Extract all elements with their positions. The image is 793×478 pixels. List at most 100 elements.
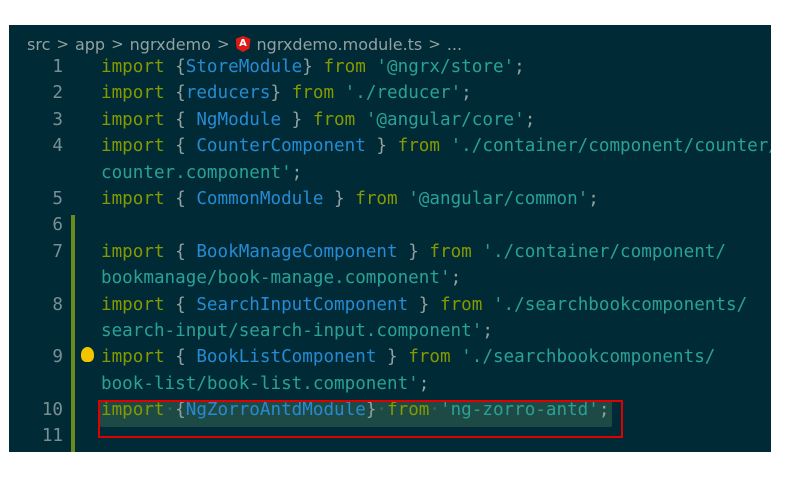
chevron-right-icon: > <box>56 35 69 53</box>
angular-icon: A <box>235 36 251 52</box>
code-line[interactable]: 7 import { BookManageComponent } from './… <box>9 242 771 268</box>
token-kw: import <box>101 400 165 421</box>
token-pn: } <box>365 400 377 421</box>
token-ws: · <box>429 400 440 421</box>
token-pn: ; <box>588 188 599 209</box>
code-text: import { BookListComponent } from './sea… <box>101 347 715 367</box>
token-pn: { <box>164 57 186 77</box>
token-pn: ; <box>461 83 472 104</box>
token-kw: import <box>101 57 165 77</box>
line-number: 6 <box>52 215 63 236</box>
token-kw: from <box>408 347 451 368</box>
chevron-right-icon: > <box>111 35 124 53</box>
git-added-gutter-bar <box>71 215 75 452</box>
code-text: import { NgModule } from '@angular/core'… <box>101 110 535 130</box>
line-number: 10 <box>41 400 63 421</box>
code-text: search-input/search-input.component'; <box>101 321 493 341</box>
token-str: './container/component/ <box>471 241 726 262</box>
line-number: 1 <box>52 57 63 77</box>
token-str: './searchbookcomponents/ <box>482 294 748 315</box>
token-kw: from <box>387 400 430 421</box>
token-pn: { <box>164 347 197 368</box>
code-line[interactable]: counter.component'; <box>9 163 771 189</box>
token-pn: } <box>270 83 292 104</box>
token-pn: ; <box>524 109 536 130</box>
code-line[interactable]: 6 <box>9 215 771 241</box>
token-kw: import <box>101 83 165 104</box>
lightbulb-icon[interactable] <box>81 347 94 362</box>
code-line[interactable]: 9 import { BookListComponent } from './se… <box>9 347 771 373</box>
token-str: 'ng-zorro-antd' <box>439 400 599 421</box>
line-number: 2 <box>52 83 63 104</box>
token-kw: import <box>101 136 165 157</box>
code-line[interactable]: 3 import { NgModule } from '@angular/core… <box>9 110 771 136</box>
token-id: CommonModule <box>196 188 324 209</box>
breadcrumb-src[interactable]: src <box>27 34 51 54</box>
code-line[interactable]: 11 <box>9 426 771 452</box>
code-line[interactable]: book-list/book-list.component'; <box>9 374 771 400</box>
token-kw: from <box>397 136 440 157</box>
token-pn: ; <box>291 162 303 183</box>
token-id: NgZorroAntdModule <box>185 400 366 421</box>
line-number: 7 <box>52 241 63 262</box>
code-text: import·{NgZorroAntdModule}·from·'ng-zorr… <box>101 400 609 420</box>
token-kw: from <box>323 57 366 77</box>
code-line[interactable]: bookmanage/book-manage.component'; <box>9 268 771 294</box>
code-line[interactable]: search-input/search-input.component'; <box>9 321 771 347</box>
code-editor[interactable]: src > app > ngrxdemo > A ngrxdemo.module… <box>9 25 771 452</box>
code-text: book-list/book-list.component'; <box>101 374 429 394</box>
token-str: bookmanage/book-manage.component' <box>101 268 451 289</box>
breadcrumb-more[interactable]: ... <box>446 34 463 54</box>
token-id: CounterComponent <box>196 136 366 157</box>
code-text: bookmanage/book-manage.component'; <box>101 268 461 288</box>
token-pn: ; <box>450 268 462 289</box>
token-pn: { <box>164 294 197 315</box>
line-number: 3 <box>52 109 63 130</box>
chevron-right-icon: > <box>428 35 441 53</box>
breadcrumb-app[interactable]: app <box>74 34 106 54</box>
token-kw: from <box>429 241 472 262</box>
token-kw: import <box>101 109 165 130</box>
token-str: './searchbookcomponents/ <box>450 347 716 368</box>
token-ws: · <box>164 400 176 421</box>
token-str: '@ngrx/store' <box>365 57 515 77</box>
token-pn: } <box>376 347 409 368</box>
token-str: './reducer' <box>334 83 462 104</box>
token-pn: { <box>164 83 186 104</box>
token-id: BookManageComponent <box>196 241 398 262</box>
token-kw: import <box>101 347 165 368</box>
token-pn: { <box>164 109 197 130</box>
code-text: import { BookManageComponent } from './c… <box>101 242 726 262</box>
token-str: counter.component' <box>101 162 292 183</box>
token-pn: ; <box>482 320 493 341</box>
token-str: search-input/search-input.component' <box>101 320 483 341</box>
token-kw: from <box>355 188 398 209</box>
token-id: SearchInputComponent <box>196 294 409 315</box>
token-kw: from <box>312 109 356 130</box>
line-number: 9 <box>52 347 63 368</box>
token-id: BookListComponent <box>196 347 377 368</box>
token-kw: import <box>101 241 165 262</box>
breadcrumb-file[interactable]: ngrxdemo.module.ts <box>256 34 423 54</box>
token-pn: { <box>164 136 197 157</box>
code-text: import { SearchInputComponent } from './… <box>101 295 747 315</box>
token-pn: } <box>408 294 440 315</box>
breadcrumb-ngrxdemo[interactable]: ngrxdemo <box>129 34 211 54</box>
code-text: import { CommonModule } from '@angular/c… <box>101 189 599 209</box>
code-text: counter.component'; <box>101 163 302 183</box>
line-number: 11 <box>41 426 63 447</box>
token-pn: ; <box>514 57 525 77</box>
token-pn: { <box>164 241 197 262</box>
token-pn: } <box>281 109 313 130</box>
line-highlight <box>100 401 612 427</box>
token-kw: from <box>291 83 335 104</box>
token-str: './container/component/counter/ <box>439 136 771 157</box>
token-pn: { <box>175 400 186 421</box>
